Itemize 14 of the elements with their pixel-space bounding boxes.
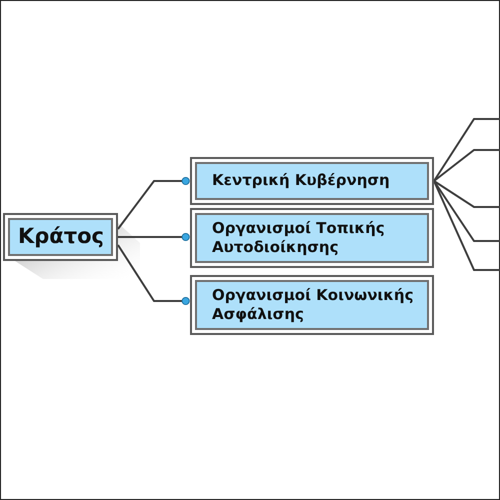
dot-connector [117, 176, 190, 230]
category-box [190, 157, 434, 205]
box-label: Κεντρική Κυβέρνηση [212, 171, 390, 191]
box-label: Οργανισμοί Κοινωνικής Ασφάλισης [212, 286, 414, 324]
box-label: Οργανισμοί Τοπικής Αυτοδιοίκησης [212, 218, 386, 258]
dot-connector [118, 232, 190, 242]
connector-line [433, 149, 500, 182]
root-box [3, 213, 118, 261]
box-label: Κράτος [18, 223, 104, 250]
dot-connector [117, 244, 190, 306]
connector-line [433, 118, 500, 182]
connector-line [433, 180, 500, 208]
category-box [190, 208, 434, 268]
category-box [190, 275, 434, 335]
